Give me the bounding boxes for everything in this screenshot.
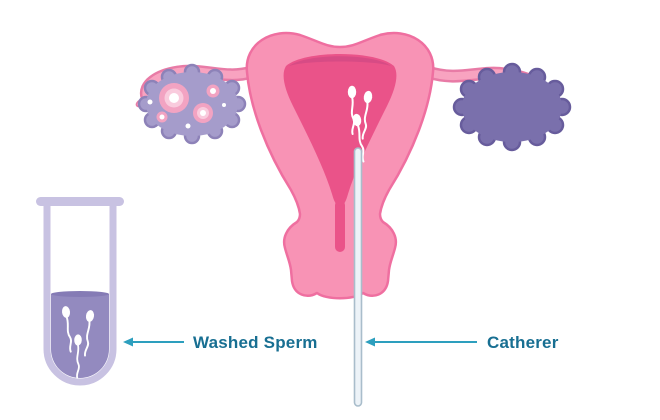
uterus-body bbox=[245, 31, 435, 300]
ovary-right bbox=[452, 62, 572, 152]
catheter-line bbox=[353, 147, 363, 407]
follicle bbox=[156, 111, 168, 123]
follicle bbox=[193, 103, 213, 123]
follicle bbox=[159, 83, 189, 113]
test-tube-rim bbox=[36, 197, 124, 206]
egg-dot bbox=[222, 103, 226, 107]
ovary-left bbox=[137, 63, 247, 145]
pointer-arrow-icon bbox=[365, 337, 375, 347]
washed-sperm-label: Washed Sperm bbox=[193, 333, 318, 352]
callout-washed-sperm: Washed Sperm bbox=[123, 333, 318, 352]
catheter-label: Catherer bbox=[487, 333, 559, 352]
test-tube bbox=[36, 197, 124, 386]
egg-dot bbox=[185, 123, 191, 129]
liquid-surface bbox=[51, 291, 109, 297]
pointer-arrow-icon bbox=[123, 337, 133, 347]
callout-catheter: Catherer bbox=[365, 333, 559, 352]
follicle bbox=[206, 84, 220, 98]
egg-dot bbox=[147, 99, 153, 105]
